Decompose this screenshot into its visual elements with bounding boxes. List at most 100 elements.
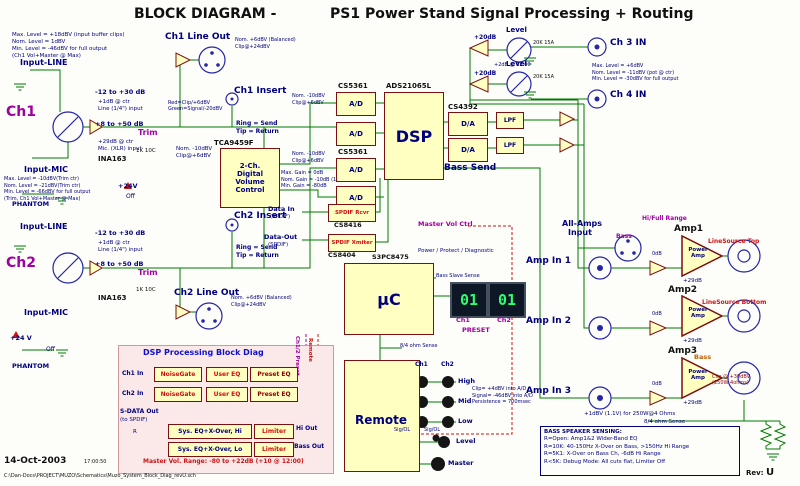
remote-ad-notes: Clip= +4dBV into A/D Signal= -46dBV into… xyxy=(472,386,533,406)
pots-and-connectors xyxy=(52,37,761,410)
preset-eq-label: Preset EQ xyxy=(257,371,291,378)
ch2-phantom-off: Off xyxy=(46,346,55,353)
remote-mid-label: Mid xyxy=(458,397,472,405)
ch4-gain-label: +20dB xyxy=(474,70,497,77)
amp-in-3-label: Amp In 3 xyxy=(526,386,572,396)
amp2-power-amp-label: Power Amp xyxy=(688,307,708,320)
volctl-in-note2: Clip@+6dBV xyxy=(176,153,211,159)
amp1-gain: +29dB xyxy=(683,278,702,284)
bass-route-label: Bass xyxy=(616,233,632,240)
ohm-sense-left-label: 8/4 ohm Sense xyxy=(400,343,438,349)
ch1-phantom-voltage: +24V xyxy=(118,182,138,190)
dsp-label: DSP xyxy=(395,126,433,146)
note-line: Nom. -10dBV xyxy=(292,151,325,157)
power-amp-1-triangle xyxy=(681,234,724,278)
user-eq-label: User EQ xyxy=(213,391,241,398)
ch2-insert-tip-note: Tip = Return xyxy=(236,252,279,259)
amp1-power-amp-label: Power Amp xyxy=(688,247,708,260)
adc-label: A/D xyxy=(349,100,363,108)
note-line: Min. Gain = -80dB xyxy=(281,183,327,189)
ch2-insert-label: Ch2 Insert xyxy=(234,211,287,221)
note-line: Max. Level = +6dBV xyxy=(592,63,644,69)
user-eq-label: User EQ xyxy=(213,371,241,378)
preset-display-ch1: 01 xyxy=(450,282,488,318)
noisegate-block-2: NoiseGate xyxy=(154,387,202,402)
ch2-line-out-notes: Nom. +6dBV (Balanced) Clip@+24dBV xyxy=(231,295,292,308)
note-line: Nom. +6dBV (Balanced) xyxy=(235,37,296,43)
uc-label: µC xyxy=(377,289,401,309)
ch2-gain-pot xyxy=(52,252,84,284)
ch1-line-level-notes: Max. Level = +18dBV (input buffer clips)… xyxy=(12,32,125,61)
remote-ch1-col-label: Ch1 xyxy=(415,361,428,368)
amp1-tag: LineSource Top xyxy=(708,238,760,245)
ch1-trim-label: Trim xyxy=(138,128,158,137)
ch4-pot-value: 20K 15A xyxy=(533,74,555,80)
ch3-input-jack xyxy=(587,37,607,57)
sdata-out-label: S-DATA Out xyxy=(120,408,159,415)
note-line: Clip@+6dBV xyxy=(292,157,324,164)
ch1-line-out-label: Ch1 Line Out xyxy=(165,32,231,42)
remote-level-knob xyxy=(438,436,450,448)
amp3-clip-note2: (250W 4ohms) xyxy=(712,380,749,386)
ch1-mic-gain: +8 to +50 dB xyxy=(95,120,144,128)
remote-knob-ch2-low xyxy=(442,416,454,428)
volctl-in-note1: Nom. -10dBV xyxy=(176,146,213,152)
user-eq-block-2: User EQ xyxy=(206,387,248,402)
note-line: Max. Level = +18dBV (input buffer clips) xyxy=(12,32,125,38)
note-line: Max. Level = -10dBV(Trim ctr) xyxy=(4,176,80,182)
mix-r-label: R xyxy=(133,429,137,435)
spdif-transmitter-label: SPDIF Xmiter xyxy=(331,240,373,246)
user-eq-block-1: User EQ xyxy=(206,367,248,382)
hi-full-range-label: Hi/Full Range xyxy=(642,215,687,222)
note-line: Nom. -10dBV xyxy=(292,93,325,99)
ch4-input-jack xyxy=(587,89,607,109)
data-in-label: Data In xyxy=(268,205,295,213)
ch2-trim-label: Trim xyxy=(138,268,158,277)
preset-eq-block-1: Preset EQ xyxy=(250,367,298,382)
preset-ch2-label: Ch2 xyxy=(497,316,511,324)
ch3-in-label: Ch 3 IN xyxy=(610,38,647,48)
ch1-preamp-chip: INA163 xyxy=(98,155,127,163)
noisegate-label: NoiseGate xyxy=(160,391,196,398)
bass-slave-sense-label: Bass Slave Sense xyxy=(436,273,480,279)
bass-sensing-line: R=Open: Amp1&2 Wider-Band EQ xyxy=(544,436,638,443)
digital-volume-control-block: 2-Ch. Digital Volume Control xyxy=(220,148,280,208)
ch2-channel-name: Ch2 xyxy=(6,255,36,271)
lpf-label: LPF xyxy=(503,142,517,149)
note-line: Nom. Level = 1dBV xyxy=(12,39,66,46)
ch2-line-gain-note2: Line (1/4") input xyxy=(98,247,143,253)
ch1-phantom-label: PHANTOM xyxy=(12,200,50,208)
amp2-tag: LineSource Bottom xyxy=(702,299,767,306)
microcontroller-block: µC xyxy=(344,263,434,335)
amp3-name: Amp3 xyxy=(668,346,698,356)
amp1-predrive-gain: 0dB xyxy=(652,251,662,257)
amp3-power-amp-label: Power Amp xyxy=(688,369,708,382)
power-amp-2-triangle xyxy=(681,294,724,338)
ch1-insert-tip-note: Tip = Return xyxy=(236,128,279,135)
note-line: Max. Gain = 0dB xyxy=(281,170,324,176)
adc2-input-notes: Nom. -10dBV Clip@+6dBV xyxy=(292,151,325,164)
bass-sensing-line: R=10K: 40-150Hz X-Over on Bass, >150Hz H… xyxy=(544,443,690,450)
remote-low-label: Low xyxy=(458,417,473,425)
dac-block-1: D/A xyxy=(448,112,488,136)
master-vol-ctrl-label: Master Vol Ctrl xyxy=(418,220,473,228)
ch2-insert-jack xyxy=(225,218,239,232)
amp3-clip-note1: Clip @ +30dBV xyxy=(712,374,751,380)
ch3-gain-label: +20dB xyxy=(474,34,497,41)
spdif-transmitter-block: SPDIF Xmiter xyxy=(328,234,376,252)
note-line: Nom. Level = -21dBV(Trim ctr) xyxy=(4,182,81,189)
data-in-sub: (SPDIF) xyxy=(270,214,291,220)
preset-ch1-label: Ch1 xyxy=(456,316,470,324)
note-line: Min. Level = -46dBV for full output xyxy=(12,46,108,53)
ch2-phantom-label: PHANTOM xyxy=(12,362,50,370)
bass-out-label: Bass Out xyxy=(294,443,325,450)
note-line: Clip@+6dBV xyxy=(292,99,324,106)
remote-high-label: High xyxy=(458,377,475,385)
ch1-gain-pot xyxy=(52,111,84,143)
preset-eq-block-2: Preset EQ xyxy=(250,387,298,402)
limiter-block-1: Limiter xyxy=(254,424,294,439)
sheet-date: 14-Oct-2003 xyxy=(4,456,67,466)
dsp-inset-title: DSP Processing Block Diag xyxy=(143,348,264,357)
note-line: Clip@+24dBV xyxy=(235,43,270,50)
bass-sensing-line: R=5K1: X-Over on Bass Ch, -6dB Hi Range xyxy=(544,451,661,458)
